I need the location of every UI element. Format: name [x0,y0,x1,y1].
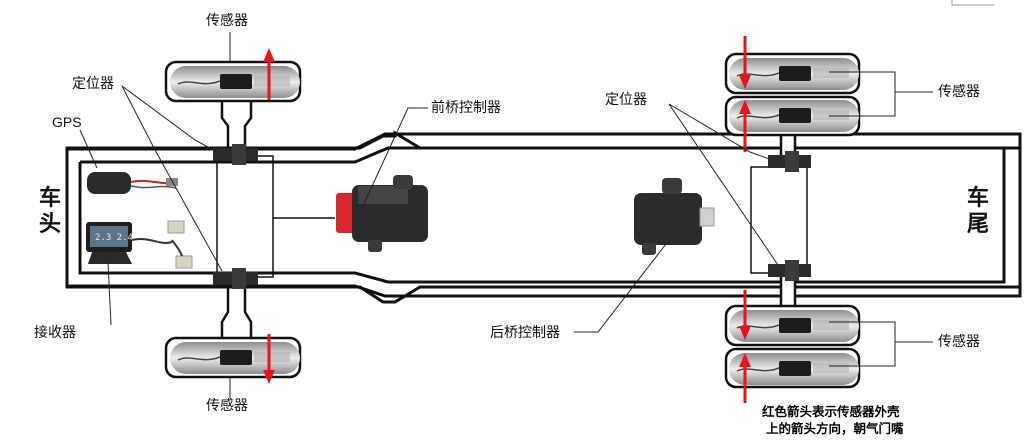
front-axle [216,100,335,340]
front-bottom-arrow [263,334,275,384]
rear-top-inner-arrow [739,100,751,152]
rear-bottom-sensor-label: 传感器 [938,334,980,350]
rear-top-outer-arrow [739,36,751,89]
leader-lines [79,32,933,398]
vehicle-tail-label: 车尾 [966,186,989,237]
rear-bottom-outer-arrow [739,290,751,340]
front-top-arrow [263,48,275,100]
receiver-label: 接收器 [34,325,76,341]
front-axle-controller-label: 前桥控制器 [431,100,501,116]
front-bottom-locator-device [213,268,258,289]
rear-bottom-tires [724,304,861,389]
front-locator-label: 定位器 [72,76,114,92]
front-bottom-sensor-label: 传感器 [206,398,248,414]
rear-locator-label: 定位器 [605,92,647,108]
receiver-device: 2.3 2.4 [86,220,193,269]
chassis-outer-frame [65,130,1022,304]
chassis-inner [78,146,1006,284]
rear-top-sensor-label: 传感器 [938,84,980,100]
gps-device [87,172,178,194]
rear-axle-controller-label: 后桥控制器 [490,325,560,341]
svg-text:2.3 2.4: 2.3 2.4 [95,233,133,243]
rear-axle-controller-device [634,178,715,255]
front-axle-controller-device [336,175,428,252]
front-top-sensor-label: 传感器 [206,13,248,29]
chassis-outer [65,132,1022,298]
arrow-note-line1: 红色箭头表示传感器外壳 [762,404,900,419]
front-bottom-tire [164,336,302,379]
rear-top-tires [724,52,861,137]
chassis-outer-frame-shape [67,133,1020,295]
front-top-locator-device [213,144,258,165]
rear-bottom-inner-arrow [739,353,751,403]
vehicle-head-label: 车头 [38,186,61,237]
front-top-tire [164,60,302,103]
arrow-note-line2: 上的箭头方向，朝气门嘴 [766,421,904,436]
rear-top-locator-device [768,151,811,172]
rear-bottom-locator-device [768,260,811,281]
gps-label: GPS [52,114,82,130]
